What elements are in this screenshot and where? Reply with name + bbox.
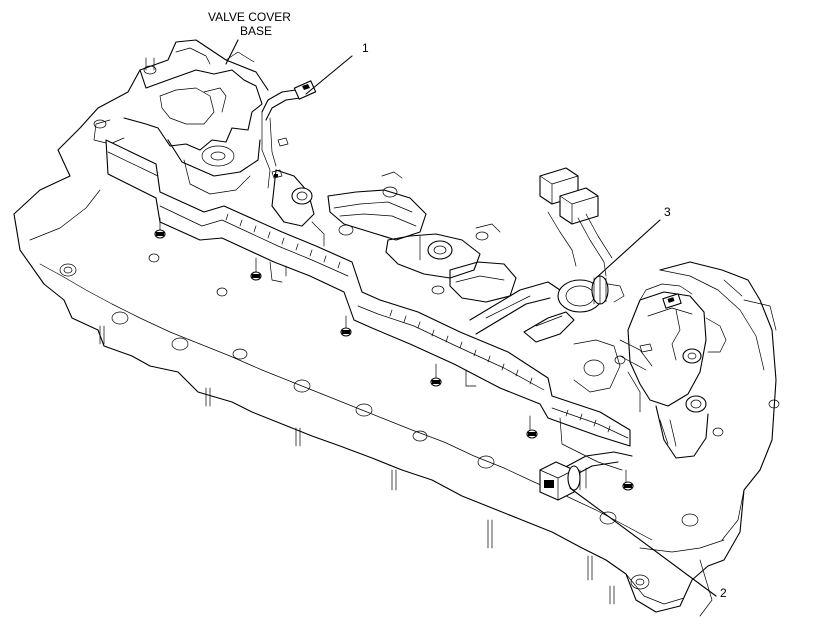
harness-lead-top	[261, 80, 317, 189]
wiring-harness-rail	[105, 139, 634, 491]
harness-grommet	[469, 275, 625, 343]
injector-connector-5	[526, 415, 538, 439]
leader-line-2	[569, 487, 717, 597]
leader-line-title	[225, 39, 239, 65]
injector-connector-2	[250, 257, 262, 281]
injector-connector-6	[622, 469, 634, 491]
injector-connector-4	[430, 363, 442, 387]
callout-2-label: 2	[720, 586, 727, 600]
label-base: BASE	[240, 24, 273, 38]
callout-1-label: 1	[362, 41, 369, 55]
cylinder-head-block	[13, 39, 780, 617]
bottom-harness-connector	[539, 451, 633, 501]
injector-connector-1	[154, 217, 166, 239]
leader-line-1	[305, 55, 353, 95]
injector-connector-3	[340, 315, 352, 337]
valve-cover-base	[93, 47, 263, 195]
label-valve-cover: VALVE COVER	[208, 10, 291, 24]
relay-connector-block	[539, 167, 613, 277]
callout-3-label: 3	[664, 205, 671, 219]
leader-lines	[225, 39, 717, 597]
right-rocker-assembly	[573, 283, 727, 459]
leader-line-3	[595, 219, 661, 279]
rocker-arm-assembly	[271, 169, 517, 303]
